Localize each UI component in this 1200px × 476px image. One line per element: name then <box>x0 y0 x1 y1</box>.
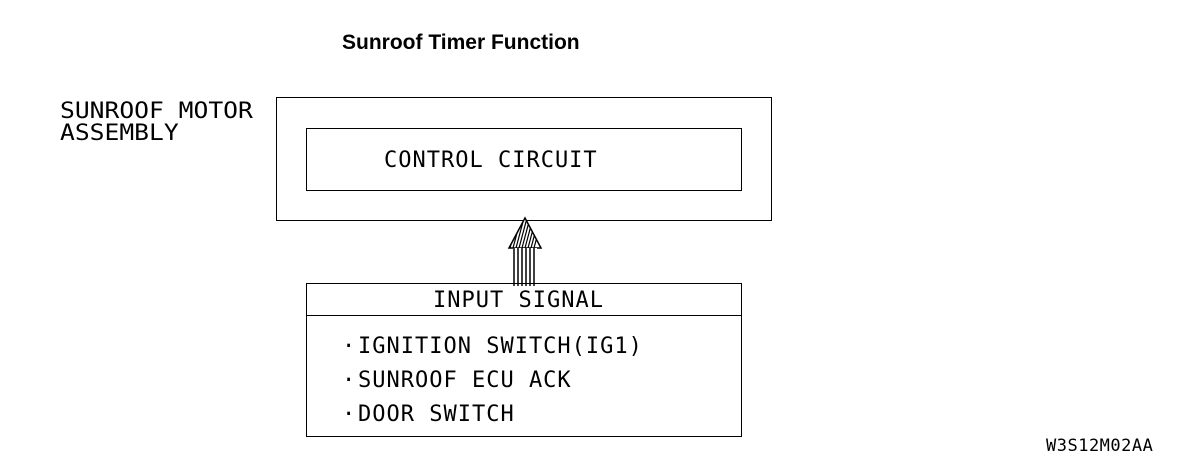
input-signal-item-label: DOOR SWITCH <box>358 402 515 427</box>
bullet-dot: · <box>342 368 357 393</box>
input-signal-item: ·SUNROOF ECU ACK <box>342 368 572 394</box>
bullet-dot: · <box>342 334 357 359</box>
input-signal-item-label: SUNROOF ECU ACK <box>358 368 572 393</box>
control-circuit-label: CONTROL CIRCUIT <box>384 148 598 173</box>
input-signal-item-label: IGNITION SWITCH(IG1) <box>358 334 643 359</box>
signal-flow-arrow-icon <box>507 216 543 286</box>
assembly-label: SUNROOF MOTOR ASSEMBLY <box>60 101 253 145</box>
assembly-label-line1: SUNROOF MOTOR <box>60 99 253 124</box>
input-signal-item: ·IGNITION SWITCH(IG1) <box>342 334 643 360</box>
input-signal-item: ·DOOR SWITCH <box>342 402 515 428</box>
diagram-title: Sunroof Timer Function <box>342 31 580 54</box>
control-circuit-box <box>306 128 742 191</box>
input-signal-header: INPUT SIGNAL <box>433 288 604 313</box>
input-signal-box <box>306 283 742 437</box>
bullet-dot: · <box>342 402 357 427</box>
assembly-label-line2: ASSEMBLY <box>60 121 179 146</box>
input-signal-divider <box>306 315 742 316</box>
figure-code: W3S12M02AA <box>1046 436 1154 456</box>
